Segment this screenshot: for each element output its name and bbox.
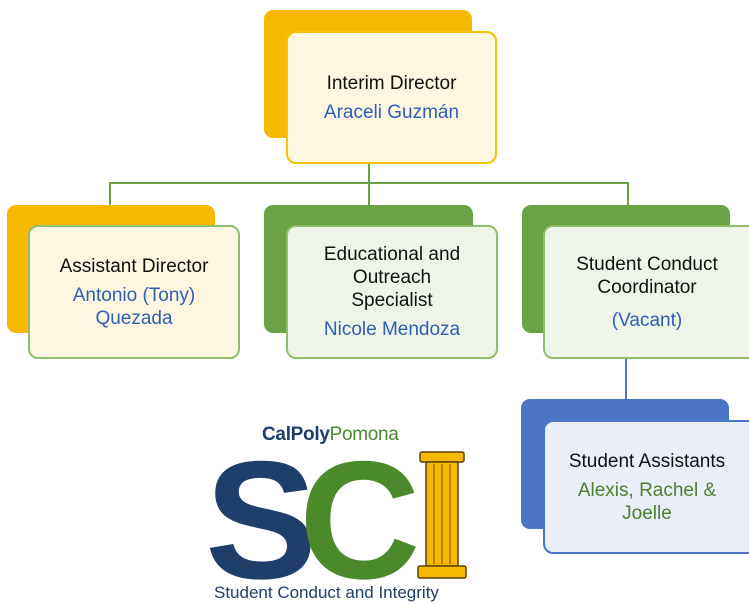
column-icon (417, 451, 467, 579)
outreach-specialist-title-line2: Outreach (352, 267, 432, 288)
assistant-director-card: Assistant Director Antonio (Tony) Quezad… (28, 225, 240, 359)
root-node-title: Interim Director (326, 72, 457, 94)
outreach-specialist-name: Nicole Mendoza (323, 319, 461, 340)
connector-right-drop (627, 182, 629, 206)
assistant-director-title: Assistant Director (59, 255, 209, 277)
student-assistants-card: Student Assistants Alexis, Rachel & Joel… (543, 420, 749, 554)
cpp-brand-part1: CalPoly (262, 424, 330, 445)
assistant-director-name-line1: Antonio (Tony) (72, 284, 196, 306)
logo-tagline: Student Conduct and Integrity (214, 583, 439, 602)
outreach-specialist-title-line3: Specialist (351, 290, 433, 311)
cpp-brand-text: CalPolyPomona (262, 424, 399, 446)
sci-logo: SC (205, 438, 467, 588)
sci-letter-s: S (205, 438, 311, 588)
sci-letter-c: C (299, 438, 416, 588)
root-node-name: Araceli Guzmán (323, 101, 460, 123)
outreach-specialist-card: Educational and Outreach Specialist Nico… (286, 225, 498, 359)
conduct-coordinator-card: Student Conduct Coordinator (Vacant) (543, 225, 749, 359)
student-assistants-name-line2: Joelle (622, 502, 672, 524)
root-node-card: Interim Director Araceli Guzmán (286, 31, 497, 164)
connector-middle-drop (368, 182, 370, 206)
conduct-coordinator-name: (Vacant) (611, 309, 683, 331)
conduct-coordinator-title-line1: Student Conduct (576, 253, 718, 275)
outreach-specialist-title-line1: Educational and (323, 244, 461, 265)
cpp-brand-part2: Pomona (329, 424, 399, 445)
conduct-coordinator-title-line2: Coordinator (597, 276, 697, 298)
student-assistants-title: Student Assistants (568, 450, 726, 472)
connector-left-drop (109, 182, 111, 206)
connector-root-vertical (368, 163, 370, 183)
connector-assistants (625, 358, 627, 400)
assistant-director-name-line2: Quezada (95, 307, 173, 329)
sci-letters: SC (205, 438, 416, 588)
student-assistants-name-line1: Alexis, Rachel & (577, 479, 717, 501)
